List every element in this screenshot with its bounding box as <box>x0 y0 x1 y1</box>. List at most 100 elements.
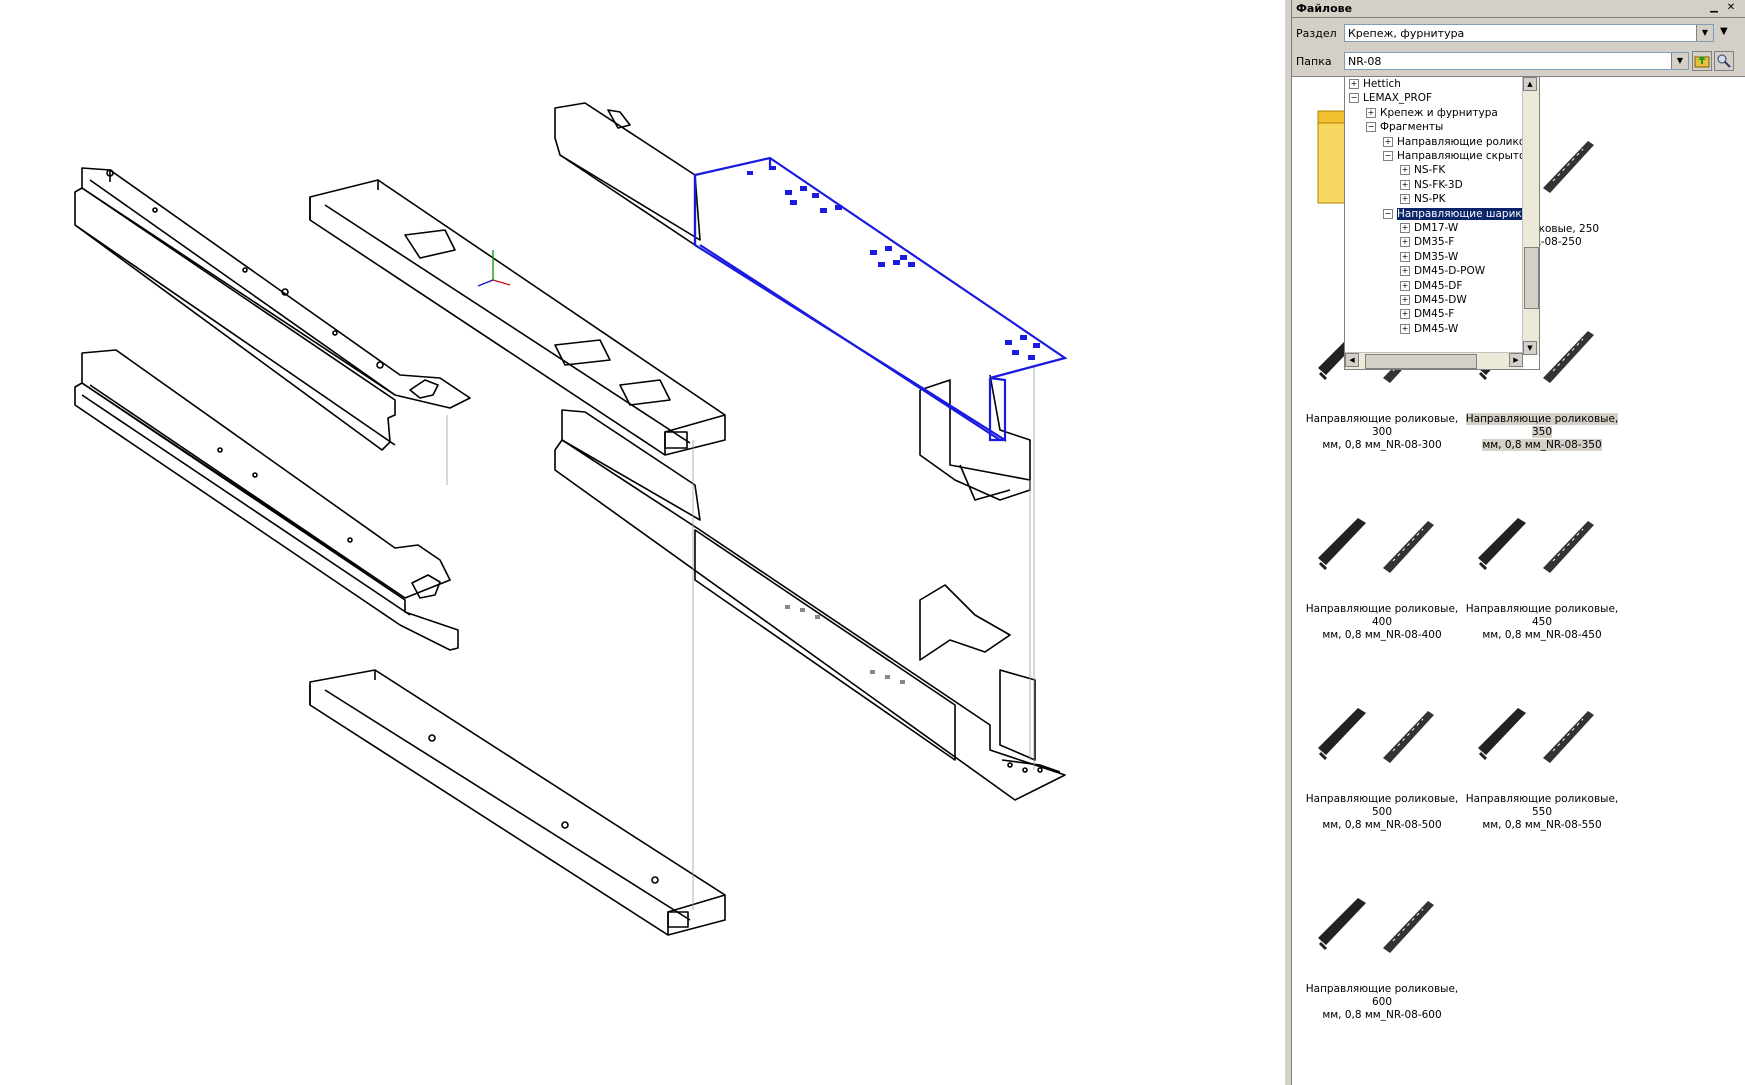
tree-item-label: DM45-W <box>1414 322 1459 335</box>
thumbnail-caption-text: Направляющие роликовые, 450 мм, 0,8 мм_N… <box>1465 603 1619 641</box>
tree-item[interactable]: +Направляющие роликовы <box>1383 135 1539 150</box>
scroll-left-icon[interactable]: ◀ <box>1345 353 1359 367</box>
thumbnail-caption: Направляющие роликовые, 350 мм, 0,8 мм_N… <box>1458 413 1626 452</box>
rail-thumbnail-icon <box>1478 708 1594 763</box>
tree-item[interactable]: + DM45-W <box>1400 322 1458 337</box>
tree-item-label: Крепеж и фурнитура <box>1380 106 1498 119</box>
drawer-rail-a[interactable] <box>74 167 471 451</box>
tree-item[interactable]: + Крепеж и фурнитура <box>1366 106 1498 121</box>
thumbnail-caption: Направляющие роликовые, 550 мм, 0,8 мм_N… <box>1458 793 1626 832</box>
tree-item-label: DM17-W <box>1414 222 1459 234</box>
folder-select[interactable]: NR-08 ▼ <box>1344 52 1689 70</box>
tree-item[interactable]: +NS-PK <box>1400 192 1446 207</box>
object-hardware-grey <box>785 605 905 684</box>
tree-item-label: DM35-F <box>1414 236 1455 249</box>
expand-icon[interactable]: + <box>1400 280 1410 291</box>
expand-icon[interactable]: + <box>1400 237 1410 248</box>
expand-icon[interactable]: + <box>1366 107 1376 118</box>
tree-item-label: DM45-DW <box>1414 294 1467 306</box>
expand-icon[interactable]: + <box>1400 251 1410 262</box>
tree-item-label: Направляющие скрытого <box>1397 150 1538 162</box>
thumbnail-caption-text: Направляющие роликовые, 500 мм, 0,8 мм_N… <box>1305 793 1459 831</box>
tree-item-label: DM45-D-POW <box>1414 265 1486 278</box>
thumbnail-caption-text: Направляющие роликовые, 300 мм, 0,8 мм_N… <box>1305 413 1459 451</box>
drawer-rail-f[interactable] <box>554 409 1066 801</box>
chevron-down-icon[interactable]: ▼ <box>1671 53 1688 69</box>
expand-icon[interactable]: + <box>1400 179 1410 190</box>
scroll-up-icon[interactable]: ▲ <box>1523 77 1537 91</box>
thumbnail-caption-text: Направляющие роликовые, 600 мм, 0,8 мм_N… <box>1305 983 1459 1021</box>
tree-item[interactable]: + DM45-DF <box>1400 279 1462 294</box>
tree-horizontal-scrollbar[interactable]: ◀ ▶ <box>1345 352 1523 369</box>
thumbnail-caption: Направляющие роликовые, 400 мм, 0,8 мм_N… <box>1298 603 1466 642</box>
tree-item-label: DM45-DF <box>1414 279 1463 292</box>
files-panel: Файлове ▁ ✕ Раздел Крепеж, фурнитура ▼ ▼… <box>1292 0 1745 1085</box>
expand-icon[interactable]: + <box>1349 79 1359 89</box>
tree-item-label: Hettich <box>1363 78 1401 90</box>
scroll-right-icon[interactable]: ▶ <box>1509 353 1523 367</box>
expand-icon[interactable]: + <box>1400 309 1410 320</box>
expand-icon[interactable]: + <box>1400 266 1410 277</box>
tree-item[interactable]: −Направляющие шариковы <box>1383 207 1539 222</box>
drawer-rail-c[interactable] <box>309 669 726 936</box>
tree-item[interactable]: +NS-FK <box>1400 163 1445 178</box>
tree-item[interactable]: +DM35-W <box>1400 250 1458 265</box>
projection-lines <box>446 365 1035 910</box>
tree-item[interactable]: + Hettich <box>1349 77 1401 92</box>
scroll-thumb[interactable] <box>1524 247 1539 309</box>
menu-down-icon[interactable]: ▼ <box>1720 26 1728 37</box>
cad-viewport[interactable] <box>0 0 1284 1085</box>
expand-icon[interactable]: + <box>1400 165 1410 176</box>
close-icon[interactable]: ✕ <box>1726 2 1736 13</box>
drawer-rail-b[interactable] <box>74 349 459 651</box>
folder-up-icon <box>1694 56 1710 68</box>
tree-item-label: DM45-F <box>1414 308 1455 321</box>
rail-thumbnail-icon <box>1543 141 1594 193</box>
selected-object-hardware <box>747 166 1040 360</box>
expand-icon[interactable]: + <box>1383 136 1393 147</box>
collapse-icon[interactable]: − <box>1349 93 1359 104</box>
drawer-rail-d[interactable] <box>309 179 726 456</box>
tree-item-label: Направляющие шариковы <box>1397 207 1539 220</box>
axis-gizmo <box>477 250 511 287</box>
tree-item[interactable]: + DM45-F <box>1400 307 1454 322</box>
panel-titlebar: Файлове ▁ ✕ <box>1292 0 1745 18</box>
collapse-icon[interactable]: − <box>1366 122 1376 133</box>
folder-tree-dropdown[interactable]: +Hettich−LEMAX_PROF+Крепеж и фурнитура−Ф… <box>1344 76 1540 370</box>
thumbnail-caption: Направляющие роликовые, 500 мм, 0,8 мм_N… <box>1298 793 1466 832</box>
chevron-down-icon[interactable]: ▼ <box>1696 25 1713 41</box>
panel-splitter[interactable] <box>1284 0 1292 1085</box>
thumbnail-caption-text: Направляющие роликовые, 400 мм, 0,8 мм_N… <box>1305 603 1459 641</box>
thumbnail-caption: Направляющие роликовые, 600 мм, 0,8 мм_N… <box>1298 983 1466 1022</box>
tree-item[interactable]: + DM45-DW <box>1400 293 1467 308</box>
drawing-canvas[interactable] <box>0 0 1284 1085</box>
hscroll-thumb[interactable] <box>1365 354 1477 369</box>
expand-icon[interactable]: + <box>1400 194 1410 205</box>
tree-item[interactable]: +NS-FK-3D <box>1400 178 1463 193</box>
section-label: Раздел <box>1296 27 1337 40</box>
thumbnail-caption: Направляющие роликовые, 300 мм, 0,8 мм_N… <box>1298 413 1466 452</box>
expand-icon[interactable]: + <box>1400 323 1410 334</box>
rail-thumbnail-icon <box>1478 518 1594 573</box>
tree-item-label: LEMAX_PROF <box>1363 92 1433 105</box>
collapse-icon[interactable]: − <box>1383 151 1393 161</box>
tree-item[interactable]: + DM45-D-POW <box>1400 264 1485 279</box>
tree-item[interactable]: −Фрагменты <box>1366 120 1443 135</box>
search-icon <box>1717 54 1731 68</box>
expand-icon[interactable]: + <box>1400 295 1410 305</box>
search-button[interactable] <box>1714 51 1734 71</box>
tree-item[interactable]: −Направляющие скрытого <box>1383 149 1537 164</box>
minimize-icon[interactable]: ▁ <box>1710 2 1718 13</box>
tree-item[interactable]: + DM35-F <box>1400 235 1454 250</box>
drawer-rail-e[interactable] <box>554 102 701 246</box>
folder-up-button[interactable] <box>1692 51 1712 71</box>
scroll-down-icon[interactable]: ▼ <box>1523 341 1537 355</box>
section-select[interactable]: Крепеж, фурнитура ▼ <box>1344 24 1714 42</box>
collapse-icon[interactable]: − <box>1383 208 1393 219</box>
tree-vertical-scrollbar[interactable]: ▲ ▼ <box>1522 77 1539 355</box>
drawer-rail-e-bracket[interactable] <box>919 374 1031 501</box>
tree-item[interactable]: + DM17-W <box>1400 221 1458 236</box>
expand-icon[interactable]: + <box>1400 223 1410 233</box>
selected-object[interactable] <box>693 156 1068 442</box>
tree-item[interactable]: −LEMAX_PROF <box>1349 91 1432 106</box>
